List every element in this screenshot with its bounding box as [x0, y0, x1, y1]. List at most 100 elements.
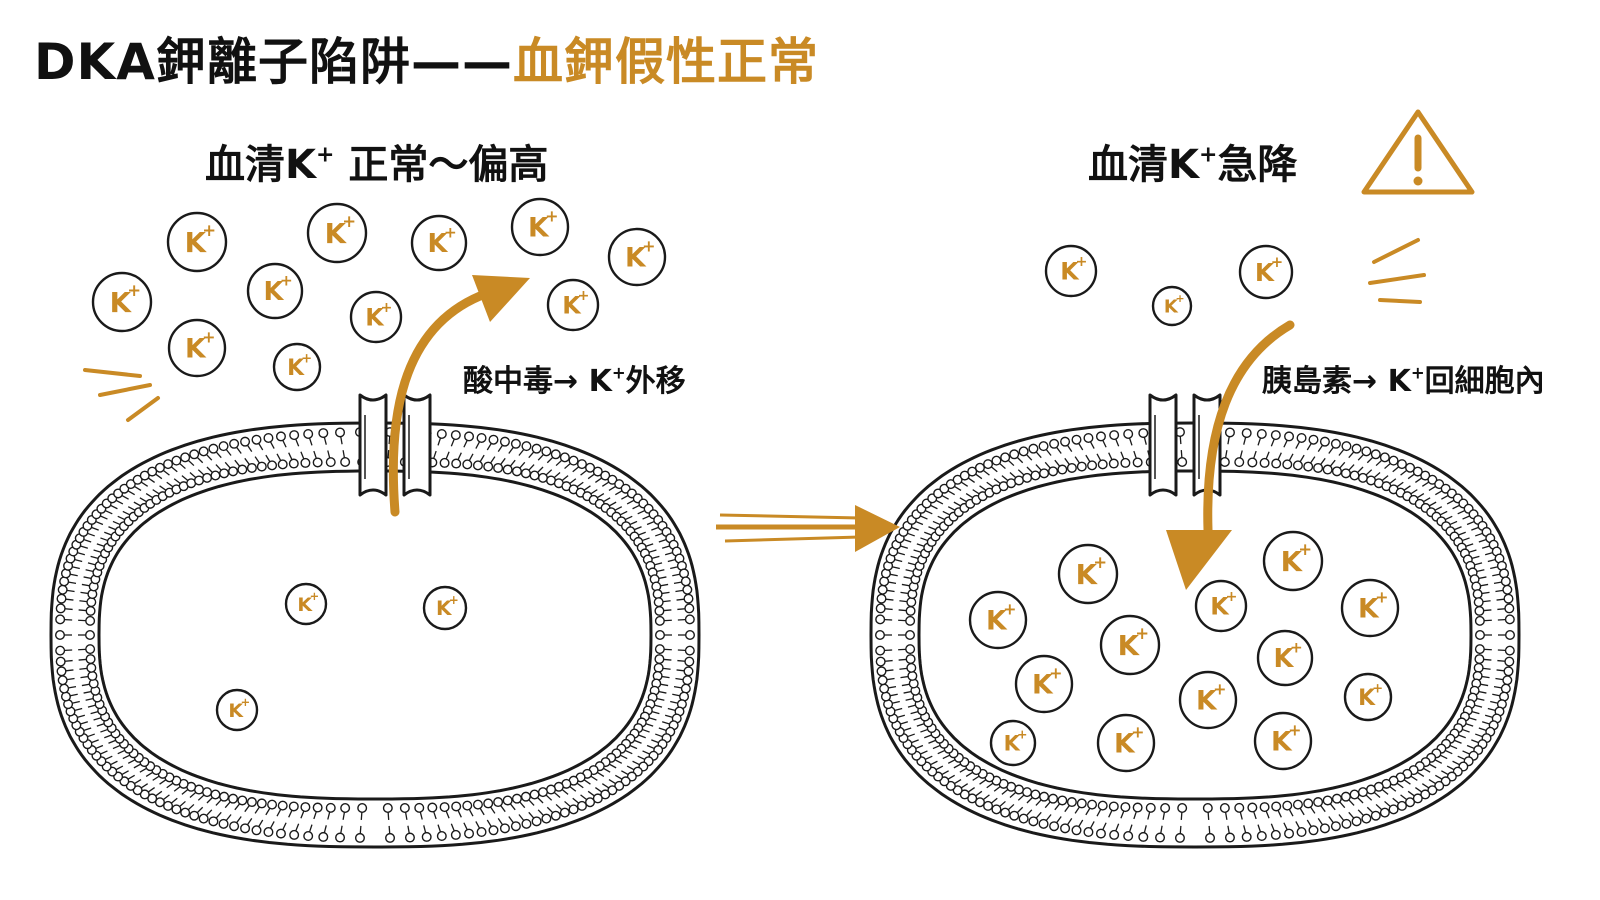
warning-triangle-icon	[1361, 109, 1475, 195]
potassium-ion-icon: K+	[1044, 244, 1098, 298]
svg-text:K: K	[625, 243, 647, 274]
svg-text:K: K	[562, 292, 582, 320]
svg-text:+: +	[1271, 254, 1283, 271]
svg-text:K: K	[436, 596, 453, 620]
left-ion-group: K+K+K+K+K+K+K+K+K+K+K+K+K+K+	[91, 197, 667, 732]
potassium-ion-icon: K+	[410, 214, 468, 272]
svg-text:K: K	[1273, 644, 1294, 674]
potassium-ion-icon: K+	[1194, 579, 1248, 633]
svg-text:K: K	[1060, 258, 1080, 286]
svg-text:K: K	[1358, 686, 1376, 711]
potassium-ion-icon: K+	[166, 211, 228, 273]
right-heading-main: 血清K	[1088, 142, 1199, 188]
svg-text:K: K	[185, 334, 207, 365]
svg-text:+: +	[1175, 292, 1184, 305]
potassium-ion-icon: K+	[284, 582, 328, 626]
svg-text:+: +	[1226, 589, 1238, 605]
svg-text:K: K	[325, 218, 348, 250]
svg-text:+: +	[545, 206, 558, 225]
potassium-ion-icon: K+	[1256, 629, 1314, 687]
svg-text:+: +	[449, 593, 459, 607]
svg-text:K: K	[110, 287, 133, 319]
svg-text:K: K	[1255, 258, 1275, 287]
potassium-ion-icon: K+	[1151, 285, 1193, 327]
right-heading-sup: +	[1199, 142, 1218, 168]
svg-text:+: +	[1076, 254, 1088, 270]
potassium-ion-icon: K+	[1099, 614, 1161, 676]
svg-text:K: K	[986, 606, 1008, 637]
svg-text:K: K	[263, 277, 284, 307]
title-text: DKA鉀離子陷阱——	[34, 33, 513, 91]
svg-text:+: +	[1372, 681, 1383, 696]
svg-text:K: K	[1358, 594, 1380, 625]
svg-text:+: +	[1290, 639, 1303, 657]
svg-text:+: +	[642, 236, 655, 255]
svg-text:K: K	[365, 304, 385, 332]
potassium-ion-icon: K+	[1096, 713, 1156, 773]
left-ion-channel-icon	[358, 393, 432, 497]
svg-text:K: K	[185, 227, 208, 259]
svg-text:+: +	[1017, 727, 1028, 742]
potassium-ion-icon: K+	[1253, 711, 1313, 771]
potassium-ion-icon: K+	[422, 585, 468, 631]
transition-arrow-icon	[716, 505, 900, 552]
left-heading-sup: +	[316, 142, 335, 168]
svg-text:+: +	[381, 300, 393, 316]
svg-text:K: K	[528, 213, 550, 244]
svg-text:K: K	[1164, 296, 1179, 317]
svg-text:K: K	[1114, 729, 1136, 760]
potassium-ion-icon: K+	[1340, 578, 1400, 638]
efflux-arrow	[388, 275, 530, 517]
right-heading: 血清K+急降	[1088, 132, 1297, 190]
potassium-ion-icon: K+	[215, 688, 259, 732]
potassium-ion-icon: K+	[607, 227, 667, 287]
svg-text:K: K	[427, 229, 448, 259]
svg-text:K: K	[287, 356, 305, 381]
right-annotation: 胰島素→ K+回細胞內	[1262, 356, 1545, 400]
potassium-ion-icon: K+	[1238, 244, 1294, 300]
potassium-ion-icon: K+	[1262, 530, 1324, 592]
svg-text:+: +	[280, 272, 293, 290]
svg-text:K: K	[297, 594, 313, 616]
right-annotation-tail: 回細胞內	[1424, 364, 1545, 399]
svg-text:+: +	[444, 224, 457, 242]
potassium-ion-icon: K+	[1178, 670, 1238, 730]
potassium-ion-icon: K+	[167, 318, 227, 378]
potassium-ion-icon: K+	[1343, 672, 1393, 722]
svg-text:K: K	[1004, 732, 1021, 756]
svg-text:+: +	[301, 351, 312, 366]
left-heading-tail: 正常～偏高	[334, 142, 549, 188]
svg-text:+: +	[1298, 540, 1312, 559]
potassium-ion-icon: K+	[91, 271, 153, 333]
potassium-ion-icon: K+	[1014, 654, 1074, 714]
page-title: DKA鉀離子陷阱——血鉀假性正常	[34, 22, 819, 94]
potassium-ion-icon: K+	[246, 262, 304, 320]
svg-text:K: K	[1210, 593, 1230, 621]
svg-text:+: +	[310, 589, 320, 603]
svg-text:+: +	[1135, 624, 1149, 643]
svg-text:+: +	[578, 288, 590, 304]
title-accent: 血鉀假性正常	[512, 33, 819, 91]
svg-text:+: +	[1049, 663, 1062, 682]
potassium-ion-icon: K+	[546, 278, 600, 332]
svg-text:K: K	[1196, 686, 1218, 717]
svg-text:+: +	[1288, 720, 1301, 739]
svg-text:K: K	[1281, 546, 1304, 578]
potassium-ion-icon: K+	[349, 290, 403, 344]
right-annotation-main: 胰島素→ K	[1262, 364, 1411, 399]
right-ion-group: K+K+K+K+K+K+K+K+K+K+K+K+K+K+K+K+	[968, 244, 1400, 773]
svg-text:K: K	[1118, 630, 1141, 662]
right-heading-tail: 急降	[1217, 142, 1298, 188]
svg-text:K: K	[1271, 727, 1293, 758]
right-cell-membrane	[869, 421, 1521, 849]
right-annotation-sup: +	[1410, 363, 1425, 383]
svg-text:+: +	[1213, 679, 1226, 698]
left-heading-main: 血清K	[205, 142, 316, 188]
potassium-ion-icon: K+	[510, 197, 570, 257]
svg-text:+: +	[342, 212, 356, 231]
svg-text:K: K	[1032, 670, 1054, 701]
left-annotation-tail: 外移	[625, 364, 686, 399]
svg-text:+: +	[1093, 553, 1107, 572]
svg-text:+: +	[127, 281, 141, 300]
